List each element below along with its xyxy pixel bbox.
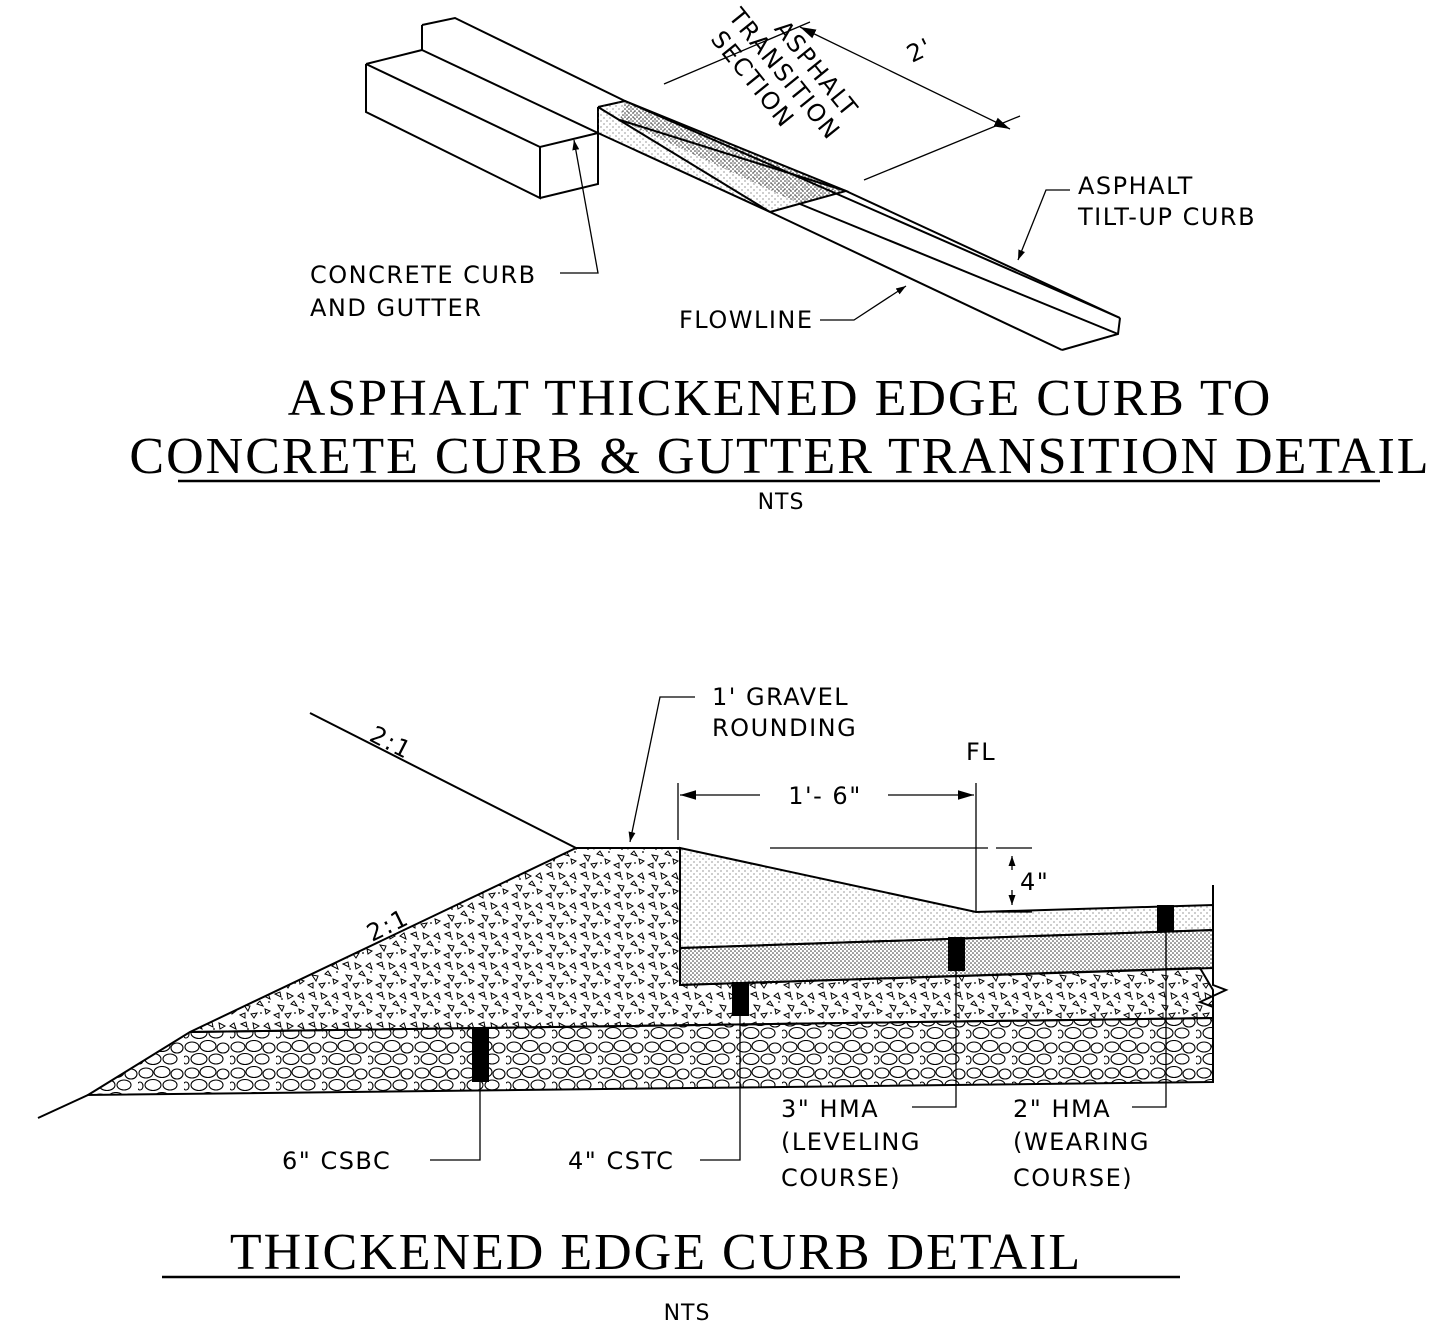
hma-wearing-course — [679, 846, 1214, 950]
label-leveling-line2: (LEVELING — [781, 1128, 921, 1156]
label-tiltup-line2: TILT-UP CURB — [1077, 203, 1256, 231]
leader-cstc — [700, 1016, 741, 1161]
cstc-thickness-marker — [732, 982, 749, 1016]
top-title-line1: ASPHALT THICKENED EDGE CURB TO — [288, 370, 1273, 427]
label-wearing-line1: 2" HMA — [1013, 1095, 1111, 1123]
top-isometric-drawing: 2' ASPHALT TRANSITION SECTION CONCRETE C… — [310, 2, 1256, 351]
top-scale-nts: NTS — [758, 490, 805, 515]
wearing-thickness-marker — [1157, 905, 1174, 931]
label-concrete-line1: CONCRETE CURB — [310, 261, 537, 289]
concrete-curb-block — [365, 16, 629, 200]
leveling-thickness-marker — [948, 937, 965, 971]
bottom-title: THICKENED EDGE CURB DETAIL — [230, 1224, 1082, 1281]
leader-csbc — [430, 1082, 481, 1161]
bottom-scale-nts: NTS — [664, 1301, 711, 1326]
dim-2ft-label: 2' — [902, 32, 937, 68]
slope-upper-label: 2:1 — [365, 720, 416, 765]
label-concrete-line2: AND GUTTER — [310, 294, 482, 322]
asphalt-tilt-up-curb — [769, 190, 1121, 351]
asphalt-transition-section — [597, 100, 1121, 319]
label-csbc: 6" CSBC — [282, 1147, 391, 1175]
leader-concrete — [560, 139, 599, 274]
label-leveling-line3: COURSE) — [781, 1164, 901, 1192]
leader-flowline — [820, 285, 907, 321]
transition-label: ASPHALT TRANSITION SECTION — [705, 2, 863, 145]
label-tiltup-line1: ASPHALT — [1078, 172, 1194, 200]
label-wearing-line2: (WEARING — [1013, 1128, 1150, 1156]
break-line — [1197, 885, 1229, 1082]
upper-slope-line — [309, 712, 577, 849]
lower-slope-line — [37, 1094, 89, 1119]
gravel-label-line1: 1' GRAVEL — [712, 683, 849, 711]
csbc-thickness-marker — [472, 1027, 489, 1082]
leader-gravel — [628, 696, 695, 843]
label-cstc: 4" CSTC — [568, 1147, 674, 1175]
gravel-label-line2: ROUNDING — [712, 714, 857, 742]
label-flowline: FLOWLINE — [679, 306, 814, 334]
label-leveling-line1: 3" HMA — [781, 1095, 879, 1123]
dim-height-label: 4" — [1020, 868, 1049, 896]
bottom-section-drawing: 1'- 6" FL 4" 2:1 2:1 1' GRAVEL ROUNDING … — [37, 683, 1229, 1192]
dim-width-label: 1'- 6" — [788, 782, 861, 810]
leader-tiltup — [1017, 189, 1070, 261]
leader-wearing — [1132, 931, 1167, 1108]
top-title-line2: CONCRETE CURB & GUTTER TRANSITION DETAIL — [129, 428, 1430, 485]
label-wearing-line3: COURSE) — [1013, 1164, 1133, 1192]
leader-leveling — [912, 971, 957, 1108]
flowline-symbol: FL — [966, 738, 996, 766]
